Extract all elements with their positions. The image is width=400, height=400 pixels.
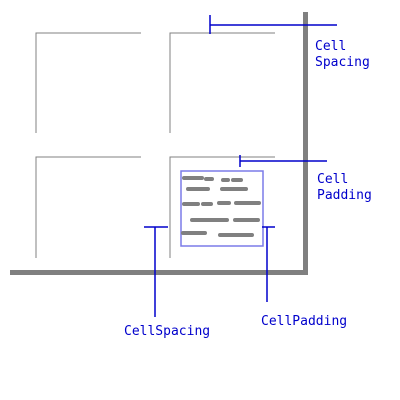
label-line: Cell: [317, 172, 348, 187]
callout-cell-spacing-bottom: [144, 226, 168, 317]
label-cell-spacing-bottom: CellSpacing: [124, 324, 210, 339]
table-bottom-edge: [10, 270, 308, 275]
callout-cell-padding-right: [239, 155, 327, 167]
cell-text-placeholder: [181, 176, 261, 237]
label-line: Padding: [317, 188, 372, 203]
callout-cell-padding-bottom: [262, 226, 275, 302]
label-cell-padding-right: Cell Padding: [317, 172, 372, 203]
cell-content-box: [180, 170, 264, 247]
cell-bottom-left: [35, 156, 141, 258]
cell-top-left: [35, 32, 141, 133]
callout-cell-spacing-top: [209, 15, 337, 34]
cell-bottom-right: [169, 156, 275, 258]
table-right-edge: [303, 12, 308, 275]
table-cells: [35, 32, 275, 258]
table-outer-border: [10, 12, 308, 275]
label-line: Cell: [315, 39, 346, 54]
label-cell-spacing-top: Cell Spacing: [315, 39, 370, 70]
cell-top-right: [169, 32, 275, 133]
label-cell-padding-bottom: CellPadding: [261, 314, 347, 329]
label-line: Spacing: [315, 55, 370, 70]
